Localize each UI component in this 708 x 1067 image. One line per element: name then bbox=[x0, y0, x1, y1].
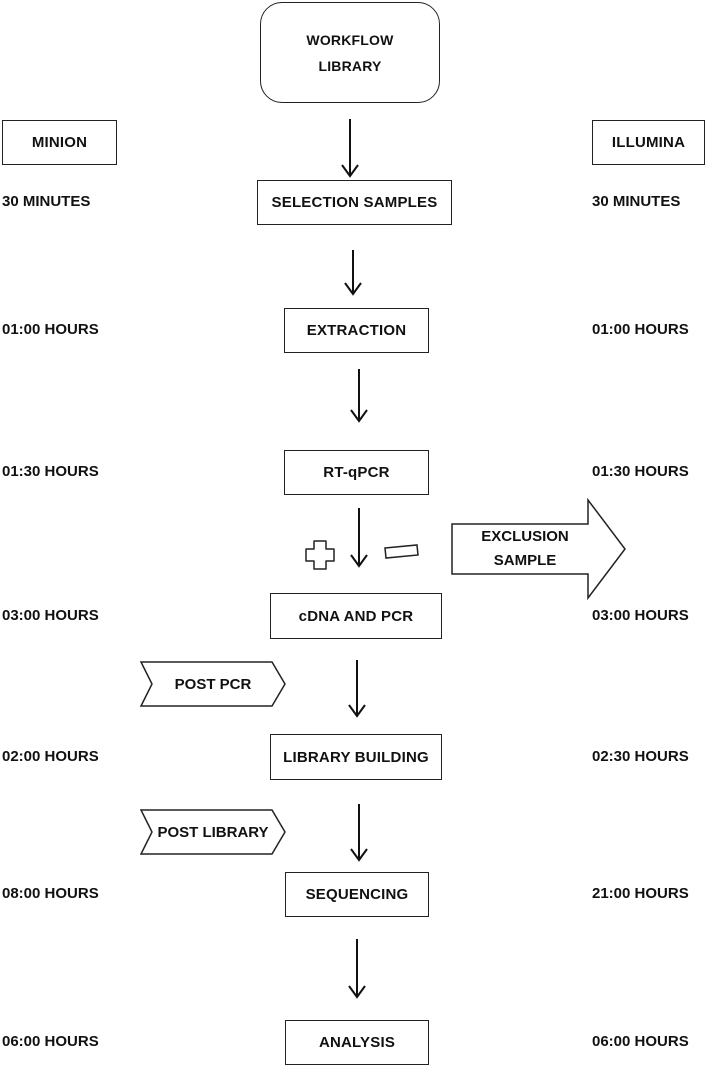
step-box-extraction: EXTRACTION bbox=[284, 308, 429, 353]
arrow-title-to-selection bbox=[341, 119, 359, 178]
post-pcr-label: POST PCR bbox=[174, 675, 252, 693]
title-line-2: LIBRARY bbox=[318, 57, 382, 74]
title-line-1: WORKFLOW bbox=[306, 31, 394, 48]
workflow-title-box: WORKFLOW LIBRARY bbox=[260, 2, 440, 103]
step-box-cdna-and-pcr: cDNA AND PCR bbox=[270, 593, 442, 639]
minus-icon bbox=[384, 544, 419, 559]
plus-icon bbox=[305, 540, 335, 570]
minion-time-cdna: 03:00 HOURS bbox=[2, 607, 99, 624]
minion-time-sequencing: 08:00 HOURS bbox=[2, 885, 99, 902]
illumina-time-sequencing: 21:00 HOURS bbox=[592, 885, 689, 902]
step-box-sequencing: SEQUENCING bbox=[285, 872, 429, 917]
exclusion-arrow-shape bbox=[451, 497, 626, 601]
illumina-time-library: 02:30 HOURS bbox=[592, 748, 689, 765]
illumina-time-selection: 30 MINUTES bbox=[592, 193, 681, 210]
minion-time-library: 02:00 HOURS bbox=[2, 748, 99, 765]
arrow-extraction-to-rtqpcr bbox=[350, 369, 368, 423]
arrow-library-to-sequencing bbox=[350, 804, 368, 862]
arrow-rtqpcr-to-cdna bbox=[350, 508, 368, 568]
exclusion-sample-label: EXCLUSION SAMPLE bbox=[481, 528, 569, 569]
step-box-rt-qpcr: RT-qPCR bbox=[284, 450, 429, 495]
minion-time-analysis: 06:00 HOURS bbox=[2, 1033, 99, 1050]
minion-time-rtqpcr: 01:30 HOURS bbox=[2, 463, 99, 480]
step-box-library-building: LIBRARY BUILDING bbox=[270, 734, 442, 780]
column-header-minion: MINION bbox=[2, 120, 117, 165]
post-pcr-chevron-shape bbox=[139, 661, 286, 707]
arrow-selection-to-extraction bbox=[344, 250, 362, 296]
arrow-sequencing-to-analysis bbox=[348, 939, 366, 999]
illumina-time-extraction: 01:00 HOURS bbox=[592, 321, 689, 338]
minion-time-selection: 30 MINUTES bbox=[2, 193, 91, 210]
step-box-analysis: ANALYSIS bbox=[285, 1020, 429, 1065]
arrow-cdna-to-library bbox=[348, 660, 366, 718]
illumina-time-rtqpcr: 01:30 HOURS bbox=[592, 463, 689, 480]
post-library-label: POST LIBRARY bbox=[157, 823, 269, 841]
column-header-illumina: ILLUMINA bbox=[592, 120, 705, 165]
illumina-time-cdna: 03:00 HOURS bbox=[592, 607, 689, 624]
step-box-selection-samples: SELECTION SAMPLES bbox=[257, 180, 452, 225]
minion-time-extraction: 01:00 HOURS bbox=[2, 321, 99, 338]
illumina-time-analysis: 06:00 HOURS bbox=[592, 1033, 689, 1050]
post-library-chevron-shape bbox=[139, 809, 286, 855]
